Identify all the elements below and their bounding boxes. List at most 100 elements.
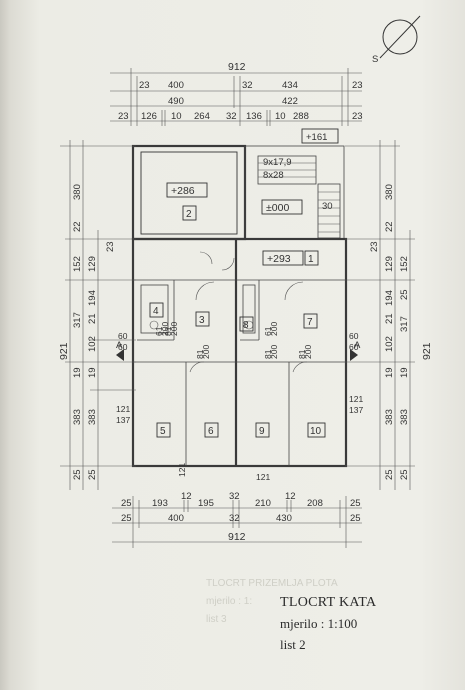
dim-right-o-6: 19 — [399, 367, 410, 378]
dim-top-overall: 912 — [228, 61, 246, 73]
dim-bot-r2-2: 32 — [229, 513, 240, 524]
dim-bot-r2-3: 430 — [276, 513, 292, 524]
dim-left-i-1: 194 — [87, 290, 98, 306]
dim-top-r2-1: 422 — [282, 96, 298, 107]
right-dimensions: 380 22 23 152 25 317 19 383 25 921 129 1… — [345, 140, 433, 490]
dim-bot-r1-2: 12 — [181, 491, 192, 502]
room-5: 5 — [160, 426, 166, 437]
level-0: +161 — [306, 132, 327, 143]
room-2: 2 — [186, 209, 192, 220]
room-4: 4 — [153, 306, 159, 317]
dim-top-r1-4: 23 — [352, 80, 363, 91]
dim-left-o-5: 19 — [72, 367, 83, 378]
door-dim-14: 60 — [349, 331, 359, 341]
dim-right-i-8: 25 — [384, 469, 395, 480]
plan-scale: mjerilo : 1:100 — [280, 616, 358, 631]
dim-bot-r2-4: 25 — [350, 513, 361, 524]
room-numbers: 1 2 3 4 5 6 7 8 9 10 — [149, 205, 326, 438]
ghost-text: TLOCRT PRIZEMLJA PLOTA mjerilo : 1: list… — [206, 575, 338, 629]
door-dim-19: 121 — [349, 394, 363, 404]
dim-left-i-5: 102 — [87, 336, 98, 352]
dim-left-i-2: 21 — [87, 313, 98, 324]
dim-bot-r2-0: 25 — [121, 513, 132, 524]
plan-sheet-number: list 2 — [280, 637, 306, 652]
door-dim-21: 137 — [349, 405, 363, 415]
door-dim-11: 200 — [160, 322, 170, 336]
room-3: 3 — [199, 315, 205, 326]
door-dim-9: 200 — [269, 322, 279, 336]
opening-dims: 81 200 81 200 81 200 81 200 61 200 61 20… — [116, 322, 363, 482]
door-dim-3: 200 — [201, 345, 211, 359]
door-dim-20: 137 — [116, 415, 130, 425]
door-dim-16: 121 — [116, 404, 130, 414]
door-dim-2: 81 — [195, 349, 205, 359]
building-outline — [131, 144, 348, 468]
stair-label-2: 30 — [322, 201, 333, 212]
plan-title: TLOCRT KATA — [280, 595, 377, 610]
dim-left-o-1: 22 — [72, 221, 83, 232]
section-marks: A A — [116, 340, 361, 361]
dim-right-o-3: 152 — [399, 256, 410, 272]
dim-top-r3-8: 23 — [352, 111, 363, 122]
dim-right-i-2: 21 — [384, 313, 395, 324]
level-3: +293 — [267, 253, 291, 265]
dim-left-o-6: 383 — [72, 409, 83, 425]
dim-top-r3-4: 32 — [226, 111, 237, 122]
dim-bot-r1-0: 25 — [121, 498, 132, 509]
door-dim-18: 121 — [256, 472, 270, 482]
levels: +161 +286 ±000 +293 9x17,9 8x28 30 — [166, 128, 339, 266]
ghost-line-1: mjerilo : 1: — [206, 596, 253, 607]
room-9: 9 — [259, 426, 265, 437]
stair-label-0: 9x17,9 — [263, 157, 292, 168]
door-dim-6: 81 — [297, 349, 307, 359]
bottom-dimensions: 25 193 12 195 32 210 12 208 25 25 400 32… — [112, 491, 362, 548]
dim-top-r1-2: 32 — [242, 80, 253, 91]
door-dim-0: 81 — [163, 326, 173, 336]
top-dimensions: 912 23 400 32 434 23 490 422 23 126 10 2… — [110, 61, 363, 126]
door-dim-8: 61 — [263, 326, 273, 336]
room-6: 6 — [208, 426, 214, 437]
section-mark-right: A — [354, 340, 361, 351]
door-dim-13: 60 — [118, 342, 128, 352]
dim-bot-r1-1: 193 — [152, 498, 168, 509]
section-mark-left: A — [116, 340, 123, 351]
dim-right-i-3: 102 — [384, 336, 395, 352]
dim-left-i-0: 129 — [87, 256, 98, 272]
dim-top-r1-0: 23 — [139, 80, 150, 91]
dim-right-o-4: 25 — [399, 289, 410, 300]
door-dim-12: 60 — [118, 331, 128, 341]
dim-left-i-6: 19 — [87, 367, 98, 378]
dim-top-r3-6: 10 — [275, 111, 286, 122]
north-arrow-icon: S — [372, 15, 421, 65]
dim-top-r3-5: 136 — [246, 111, 262, 122]
dim-right-i-4: 19 — [384, 367, 395, 378]
dim-left-o-3: 152 — [72, 256, 83, 272]
level-1: +286 — [171, 185, 195, 197]
ghost-line-0: TLOCRT PRIZEMLJA PLOTA — [206, 578, 338, 589]
dim-right-i-0: 129 — [384, 256, 395, 272]
dim-left-o-4: 317 — [72, 312, 83, 328]
dim-left-i-10: 25 — [87, 469, 98, 480]
stair — [257, 155, 341, 239]
dim-bot-r1-5: 210 — [255, 498, 271, 509]
room-10: 10 — [310, 426, 322, 437]
level-2: ±000 — [266, 202, 289, 214]
room-7: 7 — [307, 317, 313, 328]
dim-left-o-0: 380 — [72, 184, 83, 200]
door-dim-7: 200 — [303, 345, 313, 359]
dim-right-o-1: 22 — [384, 221, 395, 232]
dim-top-r3-3: 264 — [194, 111, 210, 122]
dim-top-r3-0: 23 — [118, 111, 129, 122]
dim-bot-r1-4: 32 — [229, 491, 240, 502]
dim-right-o-0: 380 — [384, 184, 395, 200]
dim-top-r3-2: 10 — [171, 111, 182, 122]
dim-top-r3-1: 126 — [141, 111, 157, 122]
stair-label-1: 8x28 — [263, 170, 284, 181]
dim-top-r3-7: 288 — [293, 111, 309, 122]
dim-top-r1-1: 400 — [168, 80, 184, 91]
dim-bot-r1-7: 208 — [307, 498, 323, 509]
dim-left-i-9: 383 — [87, 409, 98, 425]
dim-bot-r1-6: 12 — [285, 491, 296, 502]
